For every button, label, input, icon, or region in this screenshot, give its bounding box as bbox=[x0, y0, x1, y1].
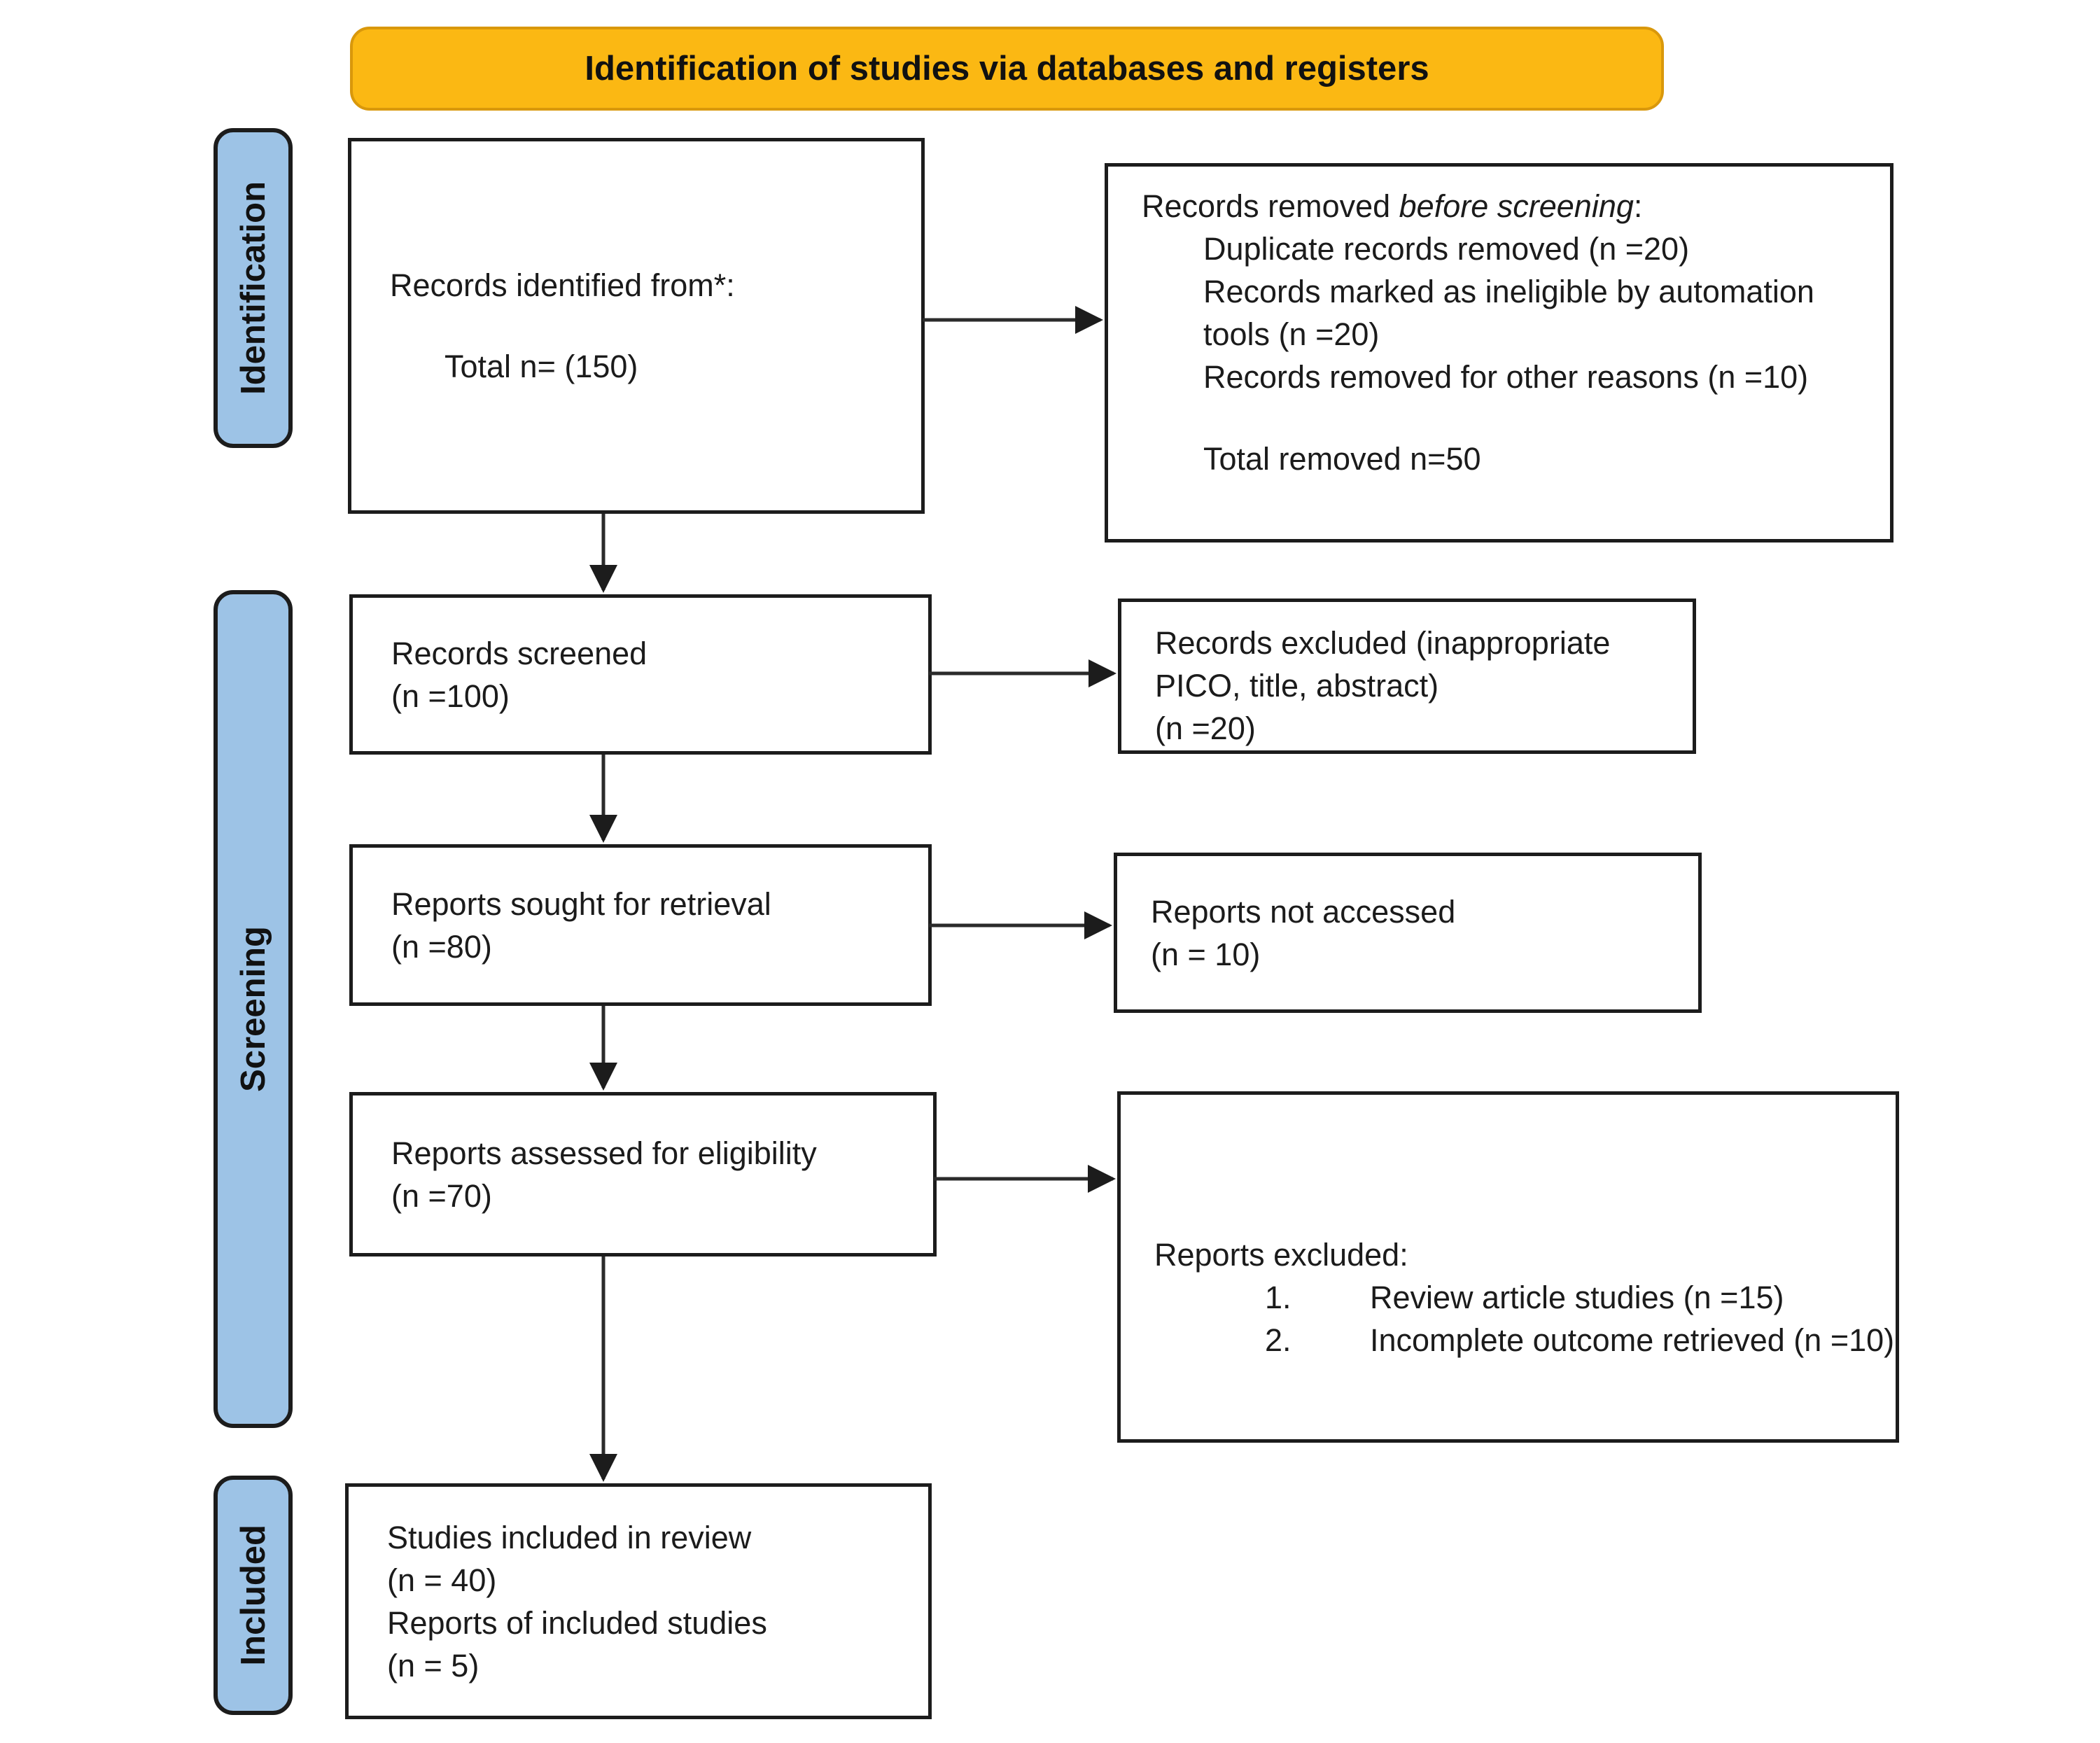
records-identified-total: Total n= (150) bbox=[444, 349, 638, 384]
reports-not-accessed-count: (n = 10) bbox=[1151, 936, 1261, 972]
studies-included-line: (n = 40) bbox=[387, 1562, 497, 1598]
flow-box-records-excluded: Records excluded (inappropriate PICO, ti… bbox=[1118, 598, 1696, 754]
reports-excluded-item: 1. Review article studies (n =15) bbox=[1265, 1276, 1882, 1319]
flow-box-studies-included: Studies included in review (n = 40) Repo… bbox=[345, 1483, 932, 1719]
stage-label-screening-text: Screening bbox=[234, 926, 272, 1092]
flow-box-reports-not-accessed: Reports not accessed (n = 10) bbox=[1114, 853, 1702, 1013]
studies-included-line: Studies included in review bbox=[387, 1519, 752, 1555]
records-identified-title: Records identified from*: bbox=[390, 267, 735, 303]
reports-sought-title: Reports sought for retrieval bbox=[391, 886, 771, 922]
reports-excluded-item-text: Review article studies (n =15) bbox=[1370, 1280, 1784, 1315]
reports-assessed-count: (n =70) bbox=[391, 1177, 492, 1214]
records-removed-title-suffix: : bbox=[1633, 188, 1643, 224]
header-banner: Identification of studies via databases … bbox=[350, 27, 1664, 111]
flow-box-records-removed: Records removed before screening: Duplic… bbox=[1105, 163, 1893, 542]
records-removed-title-emph: before screening bbox=[1399, 188, 1634, 224]
records-removed-title-prefix: Records removed bbox=[1142, 188, 1399, 224]
records-excluded-title: Records excluded (inappropriate PICO, ti… bbox=[1155, 625, 1611, 704]
reports-excluded-item-number: 2. bbox=[1265, 1322, 1292, 1358]
stage-label-included: Included bbox=[214, 1476, 293, 1715]
reports-excluded-title: Reports excluded: bbox=[1154, 1237, 1408, 1273]
records-excluded-count: (n =20) bbox=[1155, 710, 1256, 746]
flow-box-reports-excluded: Reports excluded: 1. Review article stud… bbox=[1117, 1091, 1899, 1443]
records-removed-item: Records marked as ineligible by automati… bbox=[1203, 274, 1814, 352]
records-removed-total: Total removed n=50 bbox=[1203, 441, 1481, 477]
records-removed-title: Records removed before screening: bbox=[1142, 185, 1870, 227]
flow-box-records-screened: Records screened (n =100) bbox=[349, 594, 932, 755]
stage-label-identification: Identification bbox=[214, 128, 293, 448]
reports-excluded-item-number: 1. bbox=[1265, 1280, 1292, 1315]
flow-box-reports-sought: Reports sought for retrieval (n =80) bbox=[349, 844, 932, 1006]
stage-label-screening: Screening bbox=[214, 590, 293, 1428]
reports-not-accessed-title: Reports not accessed bbox=[1151, 893, 1456, 930]
records-removed-item: Duplicate records removed (n =20) bbox=[1203, 231, 1690, 267]
records-screened-title: Records screened bbox=[391, 635, 648, 671]
reports-excluded-item-text: Incomplete outcome retrieved (n =10) bbox=[1370, 1322, 1895, 1358]
records-screened-count: (n =100) bbox=[391, 678, 510, 714]
stage-label-identification-text: Identification bbox=[234, 181, 272, 395]
reports-assessed-title: Reports assessed for eligibility bbox=[391, 1135, 817, 1171]
stage-label-included-text: Included bbox=[234, 1525, 272, 1666]
records-removed-item: Records removed for other reasons (n =10… bbox=[1203, 359, 1809, 395]
header-title: Identification of studies via databases … bbox=[584, 50, 1429, 88]
reports-sought-count: (n =80) bbox=[391, 928, 492, 965]
reports-excluded-item: 2. Incomplete outcome retrieved (n =10) bbox=[1265, 1319, 1894, 1362]
studies-included-line: (n = 5) bbox=[387, 1647, 479, 1684]
flow-box-reports-assessed: Reports assessed for eligibility (n =70) bbox=[349, 1092, 937, 1256]
flow-box-records-identified: Records identified from*: Total n= (150) bbox=[348, 138, 925, 514]
studies-included-line: Reports of included studies bbox=[387, 1604, 767, 1641]
